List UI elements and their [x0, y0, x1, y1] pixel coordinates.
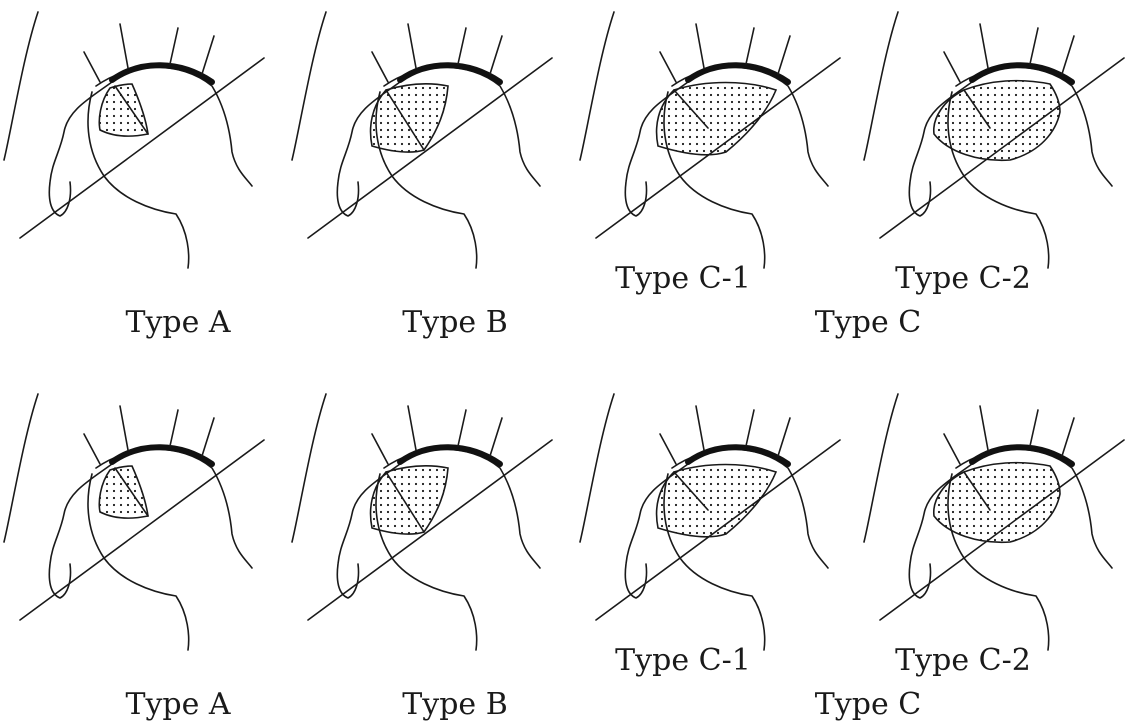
radial-line: [660, 52, 676, 82]
radial-line: [458, 28, 466, 64]
acetabulum-wall-line: [292, 12, 326, 160]
weight-bearing-rim: [400, 65, 500, 82]
weight-bearing-rim: [688, 447, 788, 464]
figure-row-bottom: [4, 394, 1124, 650]
necrotic-lesion-area: [934, 81, 1060, 161]
radial-line: [202, 418, 214, 456]
label-type-b: Type B: [402, 687, 508, 722]
weight-bearing-rim: [112, 65, 212, 82]
radial-line: [408, 406, 416, 450]
radial-line: [1030, 410, 1038, 446]
hip-panel-b: [292, 394, 552, 650]
hip-panel-c1: [580, 12, 840, 268]
label-type-b: Type B: [402, 305, 508, 340]
weight-bearing-rim: [688, 65, 788, 82]
radial-line: [490, 418, 502, 456]
necrotic-lesion-area: [371, 84, 448, 152]
necrotic-lesion-area: [99, 466, 148, 518]
hip-panel-a: [4, 12, 264, 268]
radial-line: [170, 28, 178, 64]
hip-panel-b: [292, 12, 552, 268]
label-type-c-1: Type C-1: [615, 261, 751, 296]
figure-row-top: [4, 12, 1124, 268]
label-type-a: Type A: [125, 687, 230, 722]
radial-line: [1062, 36, 1074, 74]
hip-panel-c2: [864, 12, 1124, 268]
radial-line: [944, 52, 960, 82]
radial-line: [1062, 418, 1074, 456]
acetabulum-wall-line: [4, 394, 38, 542]
radial-line: [980, 24, 988, 68]
acetabulum-wall-line: [4, 12, 38, 160]
label-type-c-1: Type C-1: [615, 643, 751, 678]
radial-line: [778, 36, 790, 74]
radial-line: [170, 410, 178, 446]
hip-panel-a: [4, 394, 264, 650]
radial-line: [746, 410, 754, 446]
radial-line: [372, 52, 388, 82]
radial-line: [120, 406, 128, 450]
radial-line: [696, 24, 704, 68]
radial-line: [1030, 28, 1038, 64]
hip-panel-c2: [864, 394, 1124, 650]
acetabulum-wall-line: [864, 394, 898, 542]
radial-line: [980, 406, 988, 450]
radial-line: [746, 28, 754, 64]
acetabulum-wall-line: [580, 12, 614, 160]
acetabulum-wall-line: [580, 394, 614, 542]
label-type-c-group: Type C: [815, 305, 921, 340]
weight-bearing-rim: [972, 447, 1072, 464]
weight-bearing-rim: [112, 447, 212, 464]
reference-diagonal-line: [20, 58, 264, 238]
label-type-c-group: Type C: [815, 687, 921, 722]
weight-bearing-rim: [972, 65, 1072, 82]
reference-diagonal-line: [20, 440, 264, 620]
radial-line: [372, 434, 388, 464]
radial-line: [696, 406, 704, 450]
necrotic-lesion-area: [371, 466, 448, 534]
radial-line: [408, 24, 416, 68]
radial-line: [458, 410, 466, 446]
radial-line: [944, 434, 960, 464]
label-type-c-2: Type C-2: [895, 643, 1031, 678]
radial-line: [84, 52, 100, 82]
radial-line: [490, 36, 502, 74]
radial-line: [120, 24, 128, 68]
necrotic-lesion-area: [99, 84, 148, 136]
radial-line: [202, 36, 214, 74]
necrotic-lesion-area: [934, 463, 1060, 543]
radial-line: [660, 434, 676, 464]
label-type-a: Type A: [125, 305, 230, 340]
acetabulum-wall-line: [864, 12, 898, 160]
hip-panel-c1: [580, 394, 840, 650]
radial-line: [778, 418, 790, 456]
weight-bearing-rim: [400, 447, 500, 464]
acetabulum-wall-line: [292, 394, 326, 542]
radial-line: [84, 434, 100, 464]
label-type-c-2: Type C-2: [895, 261, 1031, 296]
